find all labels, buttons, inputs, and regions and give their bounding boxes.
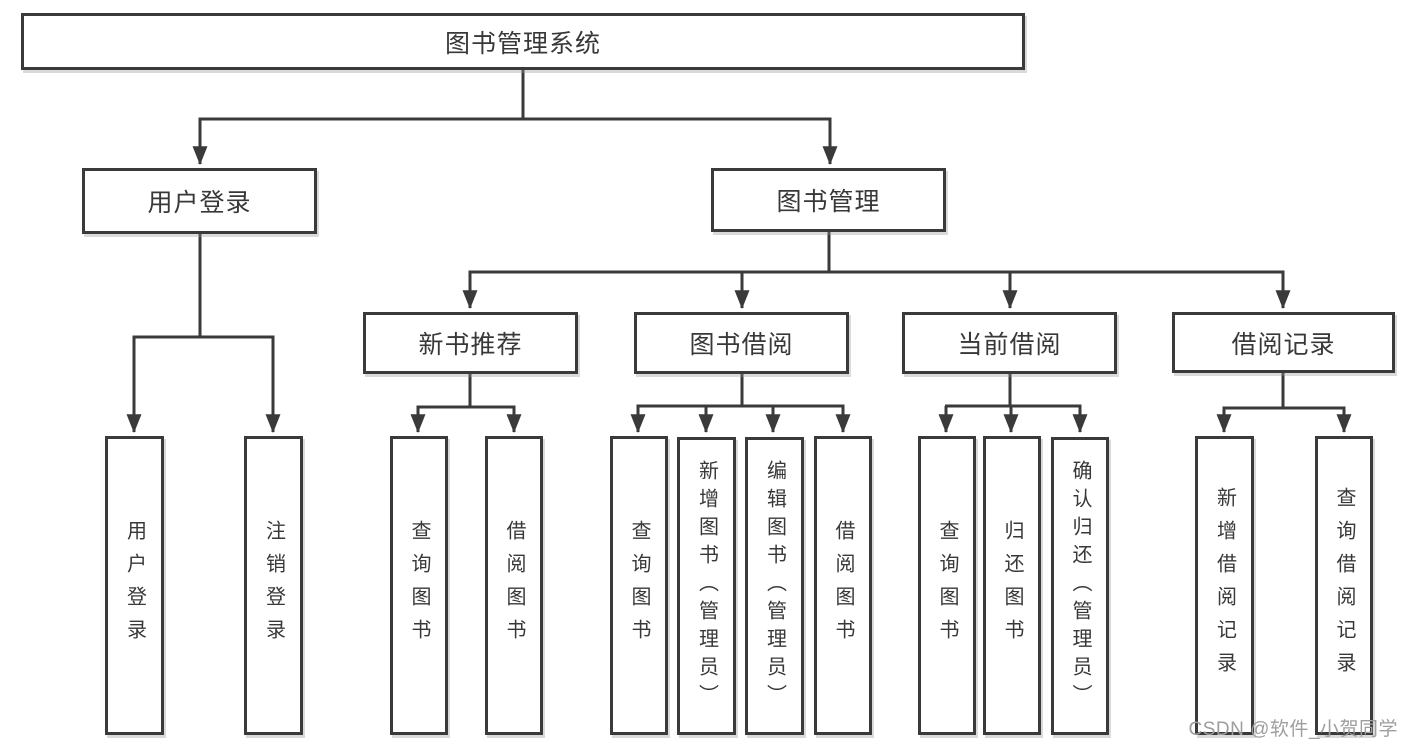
node-new-book-recommendation: 新书推荐: [363, 312, 578, 374]
edge-borrowing-records-to-children: [1216, 373, 1352, 433]
node-user-login-label: 用户登录: [147, 189, 252, 217]
leaf-borrow-books-borrowing: 借阅图书: [814, 436, 872, 735]
node-current-borrowing-label: 当前借阅: [957, 331, 1062, 359]
edge-book-management-to-children: [462, 232, 1291, 309]
leaf-query-borrow-record-label: 查询借阅记录: [1333, 486, 1355, 685]
leaf-query-books-borrowing-label: 查询图书: [628, 519, 650, 652]
leaf-query-books-recommend: 查询图书: [390, 436, 448, 735]
edge-root-to-branches: [192, 70, 838, 165]
node-borrowing-records-label: 借阅记录: [1231, 330, 1336, 359]
csdn-watermark: CSDN @软件_小贺同学: [1188, 719, 1398, 740]
edge-user-login-to-children: [126, 234, 281, 433]
leaf-query-books-recommend-label: 查询图书: [408, 519, 430, 652]
leaf-borrow-books-recommend: 借阅图书: [485, 436, 543, 735]
leaf-query-books-current: 查询图书: [918, 436, 976, 735]
leaf-logout: 注销登录: [244, 436, 303, 735]
edge-new-book-recommendation-to-children: [410, 374, 522, 433]
node-new-book-recommendation-label: 新书推荐: [418, 331, 523, 359]
node-current-borrowing: 当前借阅: [902, 312, 1117, 374]
leaf-add-book-admin: 新增图书（管理员）: [677, 437, 736, 735]
leaf-confirm-return-admin-label: 确认归还（管理员）: [1069, 460, 1091, 712]
leaf-edit-book-admin-label: 编辑图书（管理员）: [763, 460, 786, 712]
edge-current-borrowing-to-children: [938, 374, 1088, 433]
node-library-management-system-label: 图书管理系统: [444, 29, 601, 58]
leaf-query-books-current-label: 查询图书: [936, 519, 958, 652]
edge-book-borrowing-to-children: [630, 374, 851, 433]
node-book-borrowing-label: 图书借阅: [689, 331, 794, 359]
node-borrowing-records: 借阅记录: [1172, 312, 1395, 373]
leaf-add-borrow-record: 新增借阅记录: [1195, 436, 1254, 735]
leaf-return-books-label: 归还图书: [1001, 519, 1023, 652]
leaf-return-books: 归还图书: [983, 436, 1041, 735]
leaf-borrow-books-recommend-label: 借阅图书: [503, 519, 525, 652]
node-book-borrowing: 图书借阅: [634, 312, 849, 374]
leaf-query-books-borrowing: 查询图书: [610, 436, 668, 735]
leaf-user-login-label: 用户登录: [123, 519, 146, 652]
leaf-add-book-admin-label: 新增图书（管理员）: [695, 460, 718, 712]
leaf-query-borrow-record: 查询借阅记录: [1315, 436, 1373, 735]
leaf-user-login: 用户登录: [105, 436, 164, 735]
node-book-management: 图书管理: [711, 168, 946, 232]
leaf-borrow-books-borrowing-label: 借阅图书: [832, 519, 854, 652]
node-library-management-system: 图书管理系统: [21, 13, 1025, 70]
leaf-confirm-return-admin: 确认归还（管理员）: [1051, 437, 1109, 735]
leaf-logout-label: 注销登录: [262, 519, 285, 652]
leaf-add-borrow-record-label: 新增借阅记录: [1213, 486, 1236, 685]
node-book-management-label: 图书管理: [776, 188, 881, 216]
node-user-login: 用户登录: [82, 168, 317, 234]
leaf-edit-book-admin: 编辑图书（管理员）: [745, 437, 804, 735]
